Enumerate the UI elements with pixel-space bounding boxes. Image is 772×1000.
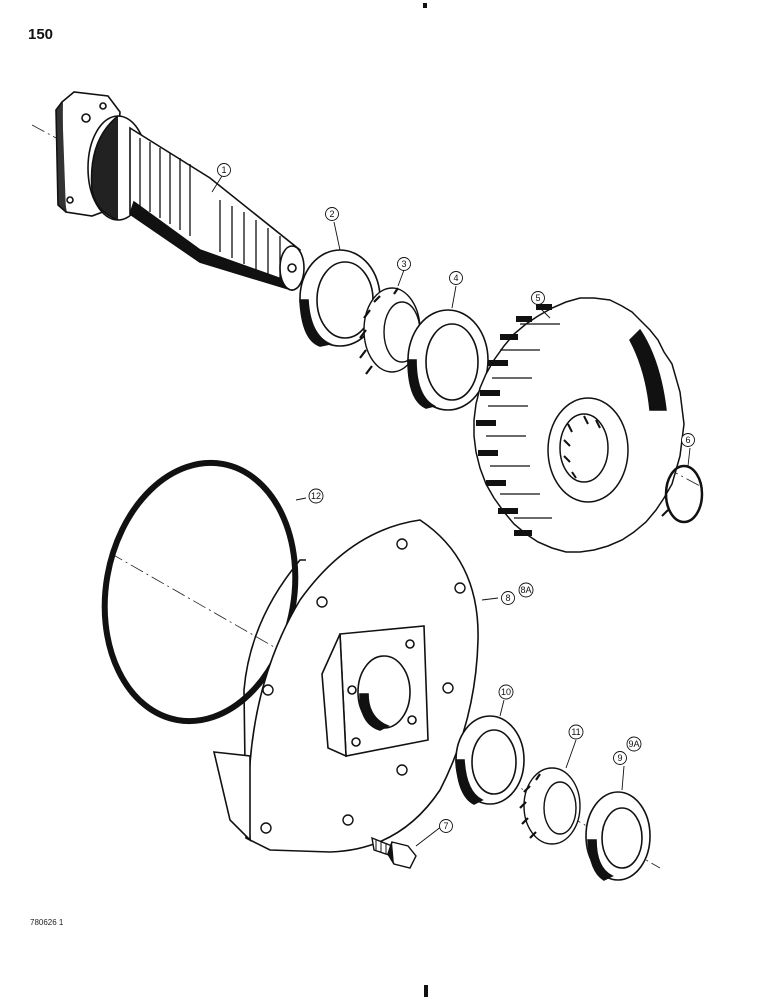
oil-seal [585,791,651,881]
housing-plate [212,519,479,853]
callout-9a: 9A [628,739,639,749]
snap-ring [661,464,704,524]
callout-12: 12 [311,491,321,501]
callout-8a: 8A [520,585,531,595]
callout-1: 1 [221,165,226,175]
bearing-cup-outer [407,309,489,411]
callout-4: 4 [453,273,458,283]
callout-3: 3 [401,259,406,269]
output-shaft [55,91,305,292]
callout-9: 9 [617,753,622,763]
drive-gear [473,297,685,553]
page-number: 150 [28,26,54,43]
callout-6: 6 [685,435,690,445]
callout-11: 11 [571,727,580,737]
bearing-cone-lower [519,767,581,845]
callout-10: 10 [501,687,511,697]
bearing-cup-lower [455,715,525,805]
callout-7: 7 [443,821,448,831]
hex-bolt [371,836,417,869]
callout-5: 5 [535,293,540,303]
o-ring [101,459,299,725]
callout-2: 2 [329,209,334,219]
figure-code: 780626 1 [30,918,64,927]
callout-8: 8 [505,593,510,603]
